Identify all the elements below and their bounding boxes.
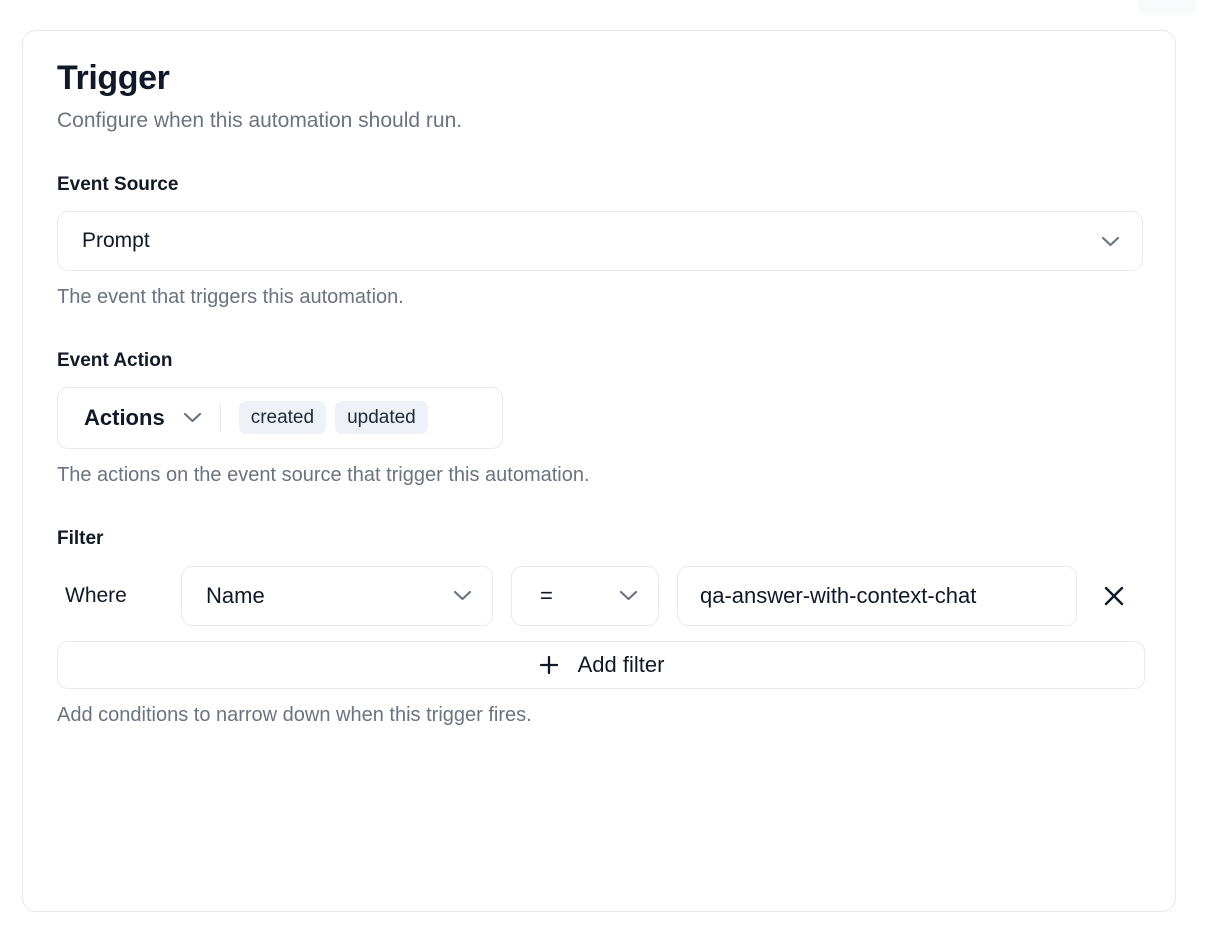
filter-help: Add conditions to narrow down when this …: [57, 703, 532, 726]
page-subtitle: Configure when this automation should ru…: [57, 109, 463, 133]
plus-icon: [539, 655, 558, 674]
top-right-artifact: [1138, 0, 1196, 14]
filter-value-input[interactable]: [677, 565, 1077, 626]
event-action-label: Event Action: [57, 350, 173, 372]
remove-filter-button[interactable]: [1091, 573, 1137, 619]
filter-row: Where Name =: [57, 565, 1141, 627]
event-source-value: Prompt: [82, 229, 150, 253]
close-icon: [1104, 586, 1124, 605]
filter-field-select[interactable]: Name: [181, 565, 493, 626]
event-source-group: Event Source Prompt The event that trigg…: [57, 174, 1143, 310]
event-action-help: The actions on the event source that tri…: [57, 463, 590, 486]
chevron-down-icon: [619, 591, 638, 601]
event-action-chip[interactable]: created: [238, 401, 327, 435]
where-label: Where: [65, 583, 127, 607]
page-title: Trigger: [57, 59, 170, 97]
chevron-down-icon: [453, 591, 472, 601]
event-source-select[interactable]: Prompt: [57, 211, 1143, 272]
chevron-down-icon: [1101, 236, 1120, 246]
filter-operator-value: =: [540, 582, 553, 608]
event-source-help: The event that triggers this automation.: [57, 286, 404, 309]
add-filter-label: Add filter: [577, 651, 665, 677]
chevron-down-icon: [183, 413, 201, 423]
event-action-combo: Actions created updated: [57, 386, 503, 449]
event-action-chips: created updated: [238, 401, 428, 435]
combo-divider: [219, 403, 221, 432]
event-action-group: Event Action Actions created updated The…: [57, 350, 1141, 488]
event-action-chip[interactable]: updated: [335, 401, 428, 435]
event-action-select-value: Actions: [84, 404, 165, 430]
event-action-select[interactable]: Actions: [84, 405, 202, 431]
filter-field-value: Name: [206, 582, 265, 608]
filter-group: Filter Where Name =: [57, 527, 1145, 728]
add-filter-button[interactable]: Add filter: [57, 640, 1145, 689]
filter-label: Filter: [57, 527, 104, 549]
filter-operator-select[interactable]: =: [511, 565, 659, 626]
event-source-label: Event Source: [57, 174, 179, 196]
trigger-card: Trigger Configure when this automation s…: [22, 30, 1176, 912]
